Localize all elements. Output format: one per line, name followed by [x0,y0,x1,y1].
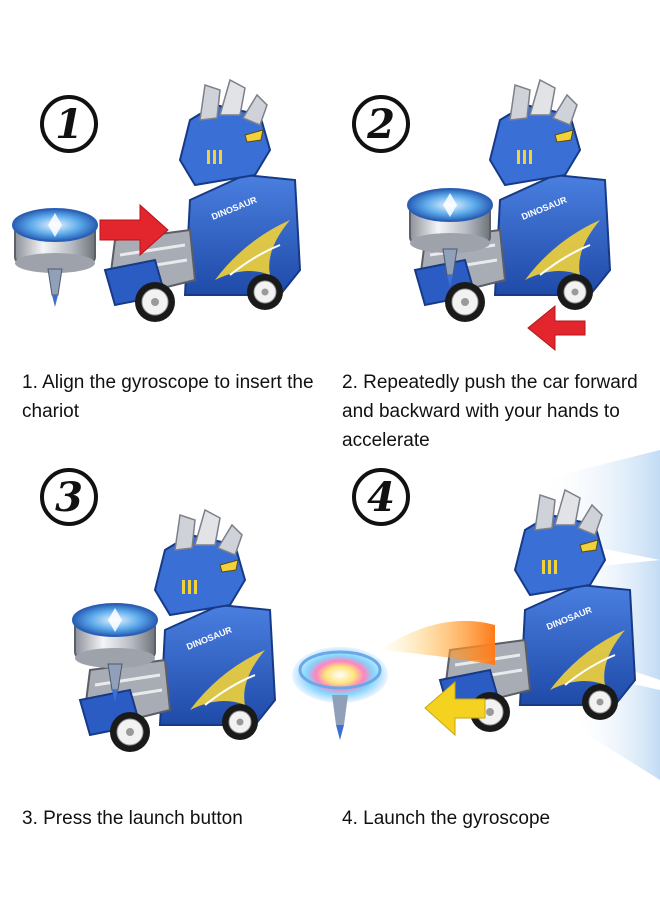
step-caption: 1. Align the gyroscope to insert the cha… [22,372,314,422]
step-number-badge: 2 [352,95,410,153]
step-2: 2 2. Repeatedly push the car forward and… [330,0,660,451]
red-arrow-icon [99,203,169,257]
dinosaur-car-icon [103,78,302,324]
step-4: 4 4. Launch the gyroscope [292,450,660,900]
step-1-illustration [12,78,302,324]
yellow-arrow-icon [424,680,486,737]
step-2-illustration [407,78,612,352]
step-3: 3 3. Press the launch button [0,450,330,900]
step-caption: 2. Repeatedly push the car forward and b… [342,372,638,451]
step-4-illustration [292,450,660,780]
flame-icon [380,620,495,665]
spinning-gyroscope-icon [292,647,388,740]
step-number-badge: 1 [40,95,98,153]
step-caption: 3. Press the launch button [22,808,243,829]
step-number-badge: 3 [40,468,98,526]
step-1: 1 1. Align the gyroscope to insert the c… [0,0,330,450]
step-number-badge: 4 [352,468,410,526]
gyroscope-icon [12,208,98,308]
step-caption: 4. Launch the gyroscope [342,808,551,829]
red-arrow-icon [527,304,586,352]
